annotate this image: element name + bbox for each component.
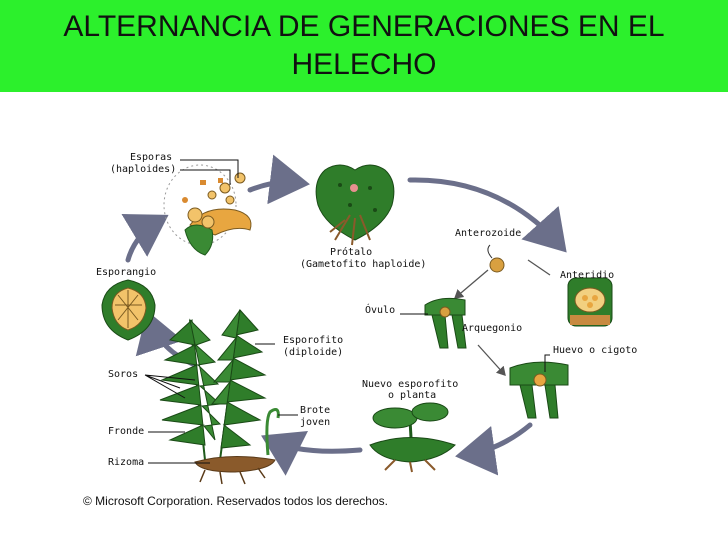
arrow-zygote-to-sporophyte xyxy=(455,422,533,476)
label-anteridio: Anteridio xyxy=(560,270,614,281)
sporangium-illustration xyxy=(101,279,156,341)
thin-arrows xyxy=(454,259,551,376)
leader-esporas-2 xyxy=(180,169,231,185)
title-banner: ALTERNANCIA DE GENERACIONES EN EL HELECH… xyxy=(0,0,728,92)
label-esporofito: Esporofito xyxy=(283,335,343,346)
leader-lines xyxy=(144,159,550,464)
label-arquegonio: Arquegonio xyxy=(462,323,522,334)
zygote-illustration xyxy=(509,361,569,419)
leader-esporas xyxy=(180,159,239,178)
label-huevo: Huevo o cigoto xyxy=(553,345,637,356)
leader-soros xyxy=(144,374,196,399)
label-protalo: Prótalo xyxy=(330,246,372,258)
page-title-line1: ALTERNANCIA DE GENERACIONES EN EL xyxy=(63,10,665,43)
label-rizoma: Rizoma xyxy=(108,457,144,468)
label-ovulo: Óvulo xyxy=(365,303,395,316)
label-joven: joven xyxy=(300,417,330,428)
arrow-antheridium-line xyxy=(527,259,551,276)
label-diploide: (diploide) xyxy=(283,347,343,358)
arrow-antherozoid-to-ovule xyxy=(454,269,489,299)
label-esporangio: Esporangio xyxy=(96,267,156,278)
new-sporophyte-illustration xyxy=(369,402,456,473)
label-gametofito: (Gametofito haploide) xyxy=(300,259,426,270)
adult-fern-illustration xyxy=(159,308,280,485)
copyright-notice: © Microsoft Corporation. Reservados todo… xyxy=(83,494,388,508)
label-anterozoide: Anterozoide xyxy=(455,228,521,239)
arrow-sporangium-to-spores xyxy=(121,214,169,263)
label-o-planta: o planta xyxy=(388,390,436,401)
arrow-archegonium-to-zygote xyxy=(477,344,506,376)
archegonium-illustration xyxy=(424,297,467,349)
prothallus-illustration xyxy=(315,164,395,246)
label-fronde: Fronde xyxy=(108,426,144,437)
page-title-line2: HELECHO xyxy=(291,48,437,81)
label-soros: Soros xyxy=(108,369,138,380)
spores-illustration xyxy=(163,164,252,256)
arrow-spores-to-prothallus xyxy=(247,154,310,205)
arrow-sporophyte-to-plant xyxy=(261,431,363,476)
antherozoid-illustration xyxy=(487,244,505,273)
label-nuevo-esporofito: Nuevo esporofito xyxy=(362,379,458,390)
leader-huevo xyxy=(544,354,550,372)
label-haploides: (haploides) xyxy=(110,164,176,175)
label-esporas: Esporas xyxy=(130,152,172,163)
antheridium-illustration xyxy=(567,277,613,327)
arrow-prothallus-to-antheridium xyxy=(407,177,567,253)
label-brote: Brote xyxy=(300,405,330,416)
